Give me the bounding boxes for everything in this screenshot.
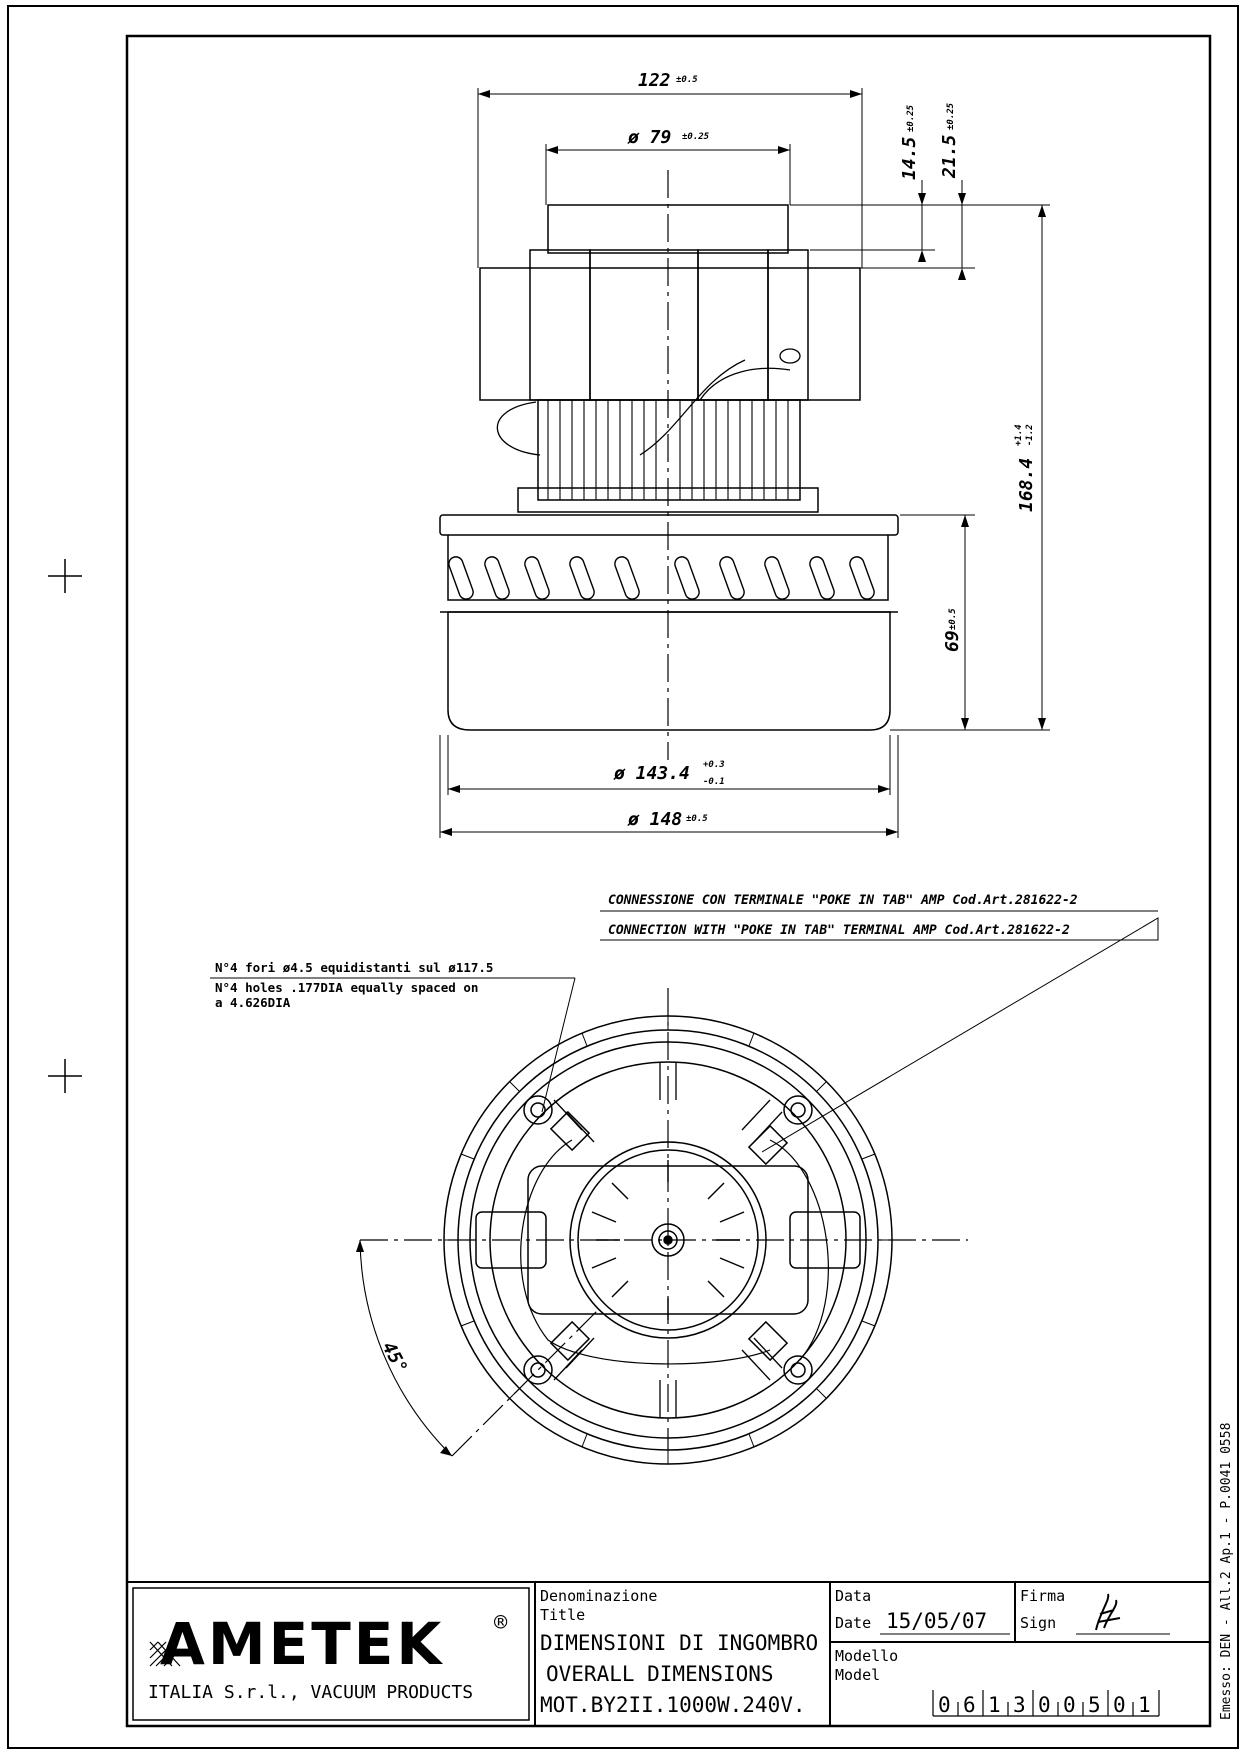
dim-width-top: 122 xyxy=(638,70,671,91)
model-label: Model xyxy=(835,1666,880,1684)
dim-height-69: 69 xyxy=(942,630,963,652)
note-holes-en-1: N°4 holes .177DIA equally spaced on xyxy=(215,980,478,995)
dim-dia-79: ø 79 xyxy=(627,127,671,148)
drawing-frame xyxy=(125,34,1212,1728)
registration-mark-upper xyxy=(48,559,82,593)
model-digit: 1 xyxy=(1138,1693,1151,1717)
dim-dia-79-tol: ±0.25 xyxy=(682,132,710,142)
title-label: Title xyxy=(540,1606,585,1624)
sign-label: Sign xyxy=(1020,1614,1056,1632)
outer-border xyxy=(7,5,1239,1749)
model-digit: 0 xyxy=(938,1693,951,1717)
logo-box xyxy=(132,1587,530,1721)
company-name: ITALIA S.r.l., VACUUM PRODUCTS xyxy=(148,1682,473,1703)
dim-height-total: 168.4 xyxy=(1016,458,1037,512)
model-digit: 1 xyxy=(988,1693,1001,1717)
dim-height-69-tol: ±0.5 xyxy=(948,608,958,630)
title-block-frame xyxy=(127,1581,1210,1726)
dim-dia-148-tol: ±0.5 xyxy=(686,814,708,824)
dim-dia-148: ø 148 xyxy=(627,809,682,830)
model-digit: 5 xyxy=(1088,1693,1101,1717)
title-italian: DIMENSIONI DI INGOMBRO xyxy=(540,1631,818,1655)
title-english: OVERALL DIMENSIONS xyxy=(546,1662,774,1686)
date-label: Date xyxy=(835,1614,871,1632)
modello-label: Modello xyxy=(835,1647,898,1665)
dim-height-14-5: 14.5 xyxy=(899,136,920,180)
firma-label: Firma xyxy=(1020,1587,1065,1605)
dim-height-total-tol-plus: +1.4 xyxy=(1014,424,1024,446)
dim-height-21-5-tol: ±0.25 xyxy=(946,102,956,130)
company-logo: AMETEK xyxy=(160,1610,444,1678)
date-value: 15/05/07 xyxy=(886,1609,987,1633)
dim-dia-143-4-tol-plus: +0.3 xyxy=(703,760,725,770)
denominazione-label: Denominazione xyxy=(540,1587,657,1605)
note-holes-it: N°4 fori ø4.5 equidistanti sul ø117.5 xyxy=(215,960,493,975)
dim-height-21-5: 21.5 xyxy=(939,134,960,179)
dim-dia-143-4-tol-minus: -0.1 xyxy=(703,777,725,787)
signature-icon xyxy=(1095,1593,1121,1631)
dim-height-total-tol-minus: -1.2 xyxy=(1025,424,1035,446)
title-model: MOT.BY2II.1000W.240V. xyxy=(540,1693,806,1717)
note-holes-en-2: a 4.626DIA xyxy=(215,995,291,1010)
motor-top-view xyxy=(359,988,968,1465)
model-digit: 6 xyxy=(963,1693,976,1717)
logo-hatch-icon xyxy=(149,1641,181,1667)
model-digit: 0 xyxy=(1038,1693,1051,1717)
motor-side-view xyxy=(439,170,899,760)
registration-mark-lower xyxy=(48,1059,82,1093)
model-number: 0 6 1 3 0 0 5 0 1 xyxy=(932,1690,1160,1717)
model-digit: 0 xyxy=(1063,1693,1076,1717)
issue-reference-text: Emesso: DEN - All.2 Ap.1 - P.0041 0558 xyxy=(1219,1423,1234,1720)
dim-width-top-tol: ±0.5 xyxy=(676,75,698,85)
registered-mark: ® xyxy=(494,1611,508,1636)
data-label: Data xyxy=(835,1587,871,1605)
leader-connection xyxy=(600,917,1159,1153)
note-connection-it: CONNESSIONE CON TERMINALE "POKE IN TAB" … xyxy=(608,893,1078,908)
note-connection-en: CONNECTION WITH "POKE IN TAB" TERMINAL A… xyxy=(608,923,1070,938)
model-digit: 0 xyxy=(1113,1693,1126,1717)
side-view-dimension-lines xyxy=(439,88,1050,838)
dimension-arrowheads xyxy=(440,90,1046,836)
dim-height-14-5-tol: ±0.25 xyxy=(906,104,916,132)
angle-arrowheads xyxy=(356,1240,452,1456)
dim-dia-143-4: ø 143.4 xyxy=(613,763,690,784)
dim-angle-45: 45° xyxy=(378,1338,412,1377)
model-digit: 3 xyxy=(1013,1693,1026,1717)
